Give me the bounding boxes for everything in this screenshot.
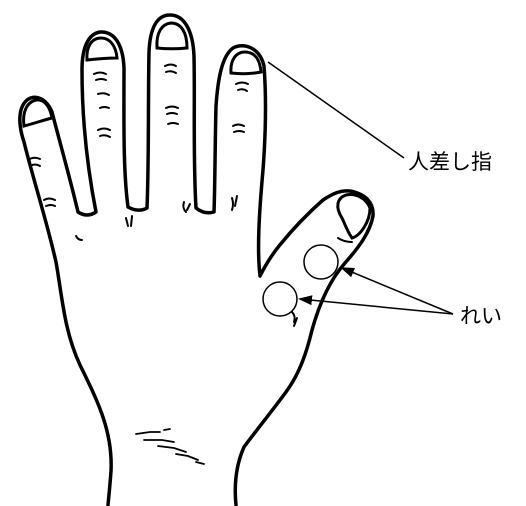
- circle-marker-lower: [263, 282, 297, 316]
- index-finger-leader-line: [268, 62, 404, 158]
- rei-label: れい: [460, 306, 502, 327]
- circle-marker-upper: [304, 245, 338, 279]
- arrow-to-upper-circle: [342, 268, 453, 314]
- arrow-to-lower-circle: [300, 299, 453, 314]
- index-finger-label: 人差し指: [408, 152, 492, 173]
